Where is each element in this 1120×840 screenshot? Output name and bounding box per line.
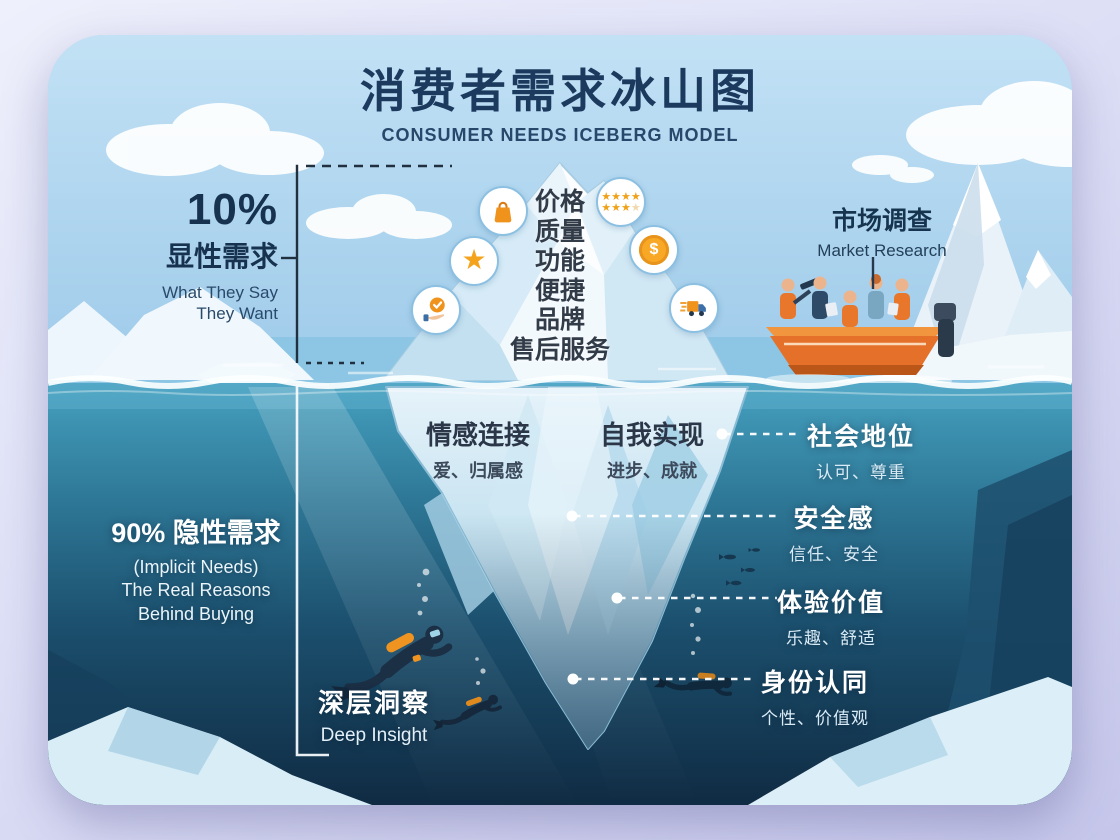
explicit-bracket (281, 164, 452, 365)
market-research-en: Market Research (817, 241, 947, 260)
surface-need: 价格 (534, 188, 585, 216)
hidden-need-security: 安全感 信任、安全 (789, 505, 879, 564)
implicit-bracket (295, 383, 329, 757)
ripples (223, 363, 1044, 375)
hidden-need-emotional: 情感连接 爱、归属感 (425, 420, 530, 481)
rating-row-1: ★★★★ (601, 190, 641, 203)
surface-need: 品牌 (534, 306, 585, 334)
deep-insight-block: 深层洞察 Deep Insight (274, 683, 474, 747)
explicit-label-en-1: What They Say (162, 283, 278, 302)
hidden-need-social-status: 社会地位 认可、尊重 (806, 423, 915, 482)
hidden-need-self-actualization: 自我实现 进步、成就 (599, 420, 704, 481)
explicit-needs-block: 10% 显性需求 What They Say They Want (78, 185, 278, 325)
rating-half-star: ★ (630, 201, 641, 214)
leader-dots (566, 428, 728, 685)
rating-row-2: ★★★ (601, 201, 631, 214)
annotation-lines (281, 164, 875, 757)
diver-small (432, 694, 502, 731)
market-research-cn: 市场调查 (831, 207, 932, 235)
delivery-truck-icon (669, 283, 719, 333)
deep-formations (48, 450, 1072, 805)
bubbles (417, 568, 701, 685)
rating-stars-icon: ★★★★ ★★★★ (596, 177, 646, 227)
implicit-sub-2: The Real Reasons (121, 580, 271, 601)
checkmark-hand-icon (411, 285, 461, 335)
iceberg-above-water (383, 162, 731, 381)
waterline (48, 375, 1072, 389)
implicit-needs-block: 90% 隐性需求 (Implicit Needs) The Real Reaso… (74, 511, 318, 626)
background-icebergs (48, 163, 1072, 385)
deep-insight-en: Deep Insight (320, 725, 428, 746)
telescope-icon (800, 278, 818, 290)
scene-illustration (48, 35, 1072, 805)
implicit-sub-1: (Implicit Needs) (133, 557, 259, 577)
deep-insight-cn: 深层洞察 (317, 688, 430, 718)
coin-symbol: $ (649, 241, 659, 258)
explicit-label-en-2: They Want (196, 304, 278, 324)
scuba-tank (386, 632, 414, 653)
coin-icon: $ (629, 225, 679, 275)
shopping-bag-icon (478, 186, 528, 236)
star-icon: ★ (449, 236, 499, 286)
fish-school (719, 548, 760, 586)
leader-lines (574, 432, 796, 681)
header: 消费者需求冰山图 CONSUMER NEEDS ICEBERG MODEL (48, 55, 1072, 146)
clouds (106, 81, 1072, 239)
explicit-percent: 10% (186, 185, 278, 234)
iceberg-infographic-card: 消费者需求冰山图 CONSUMER NEEDS ICEBERG MODEL 10… (48, 35, 1072, 805)
hidden-need-experience-value: 体验价值 乐趣、舒适 (776, 589, 885, 648)
implicit-sub-3: Behind Buying (137, 603, 255, 624)
implicit-headline: 90% 隐性需求 (111, 518, 281, 548)
hidden-need-identity: 身份认同 个性、价值观 (760, 669, 869, 728)
surface-need: 便捷 (534, 276, 585, 305)
diver-large (331, 625, 453, 705)
page-title: 消费者需求冰山图 (360, 65, 760, 117)
explicit-label-cn: 显性需求 (165, 241, 278, 272)
surface-need: 质量 (534, 217, 585, 246)
market-research-block: 市场调查 Market Research (782, 201, 982, 261)
page-subtitle: CONSUMER NEEDS ICEBERG MODEL (381, 125, 739, 145)
outboard-motor (934, 303, 956, 321)
surface-needs-list: 价格 质量 功能 便捷 品牌 售后服务 (490, 188, 630, 365)
surface-need: 功能 (534, 247, 585, 275)
surface-need: 售后服务 (509, 335, 610, 364)
